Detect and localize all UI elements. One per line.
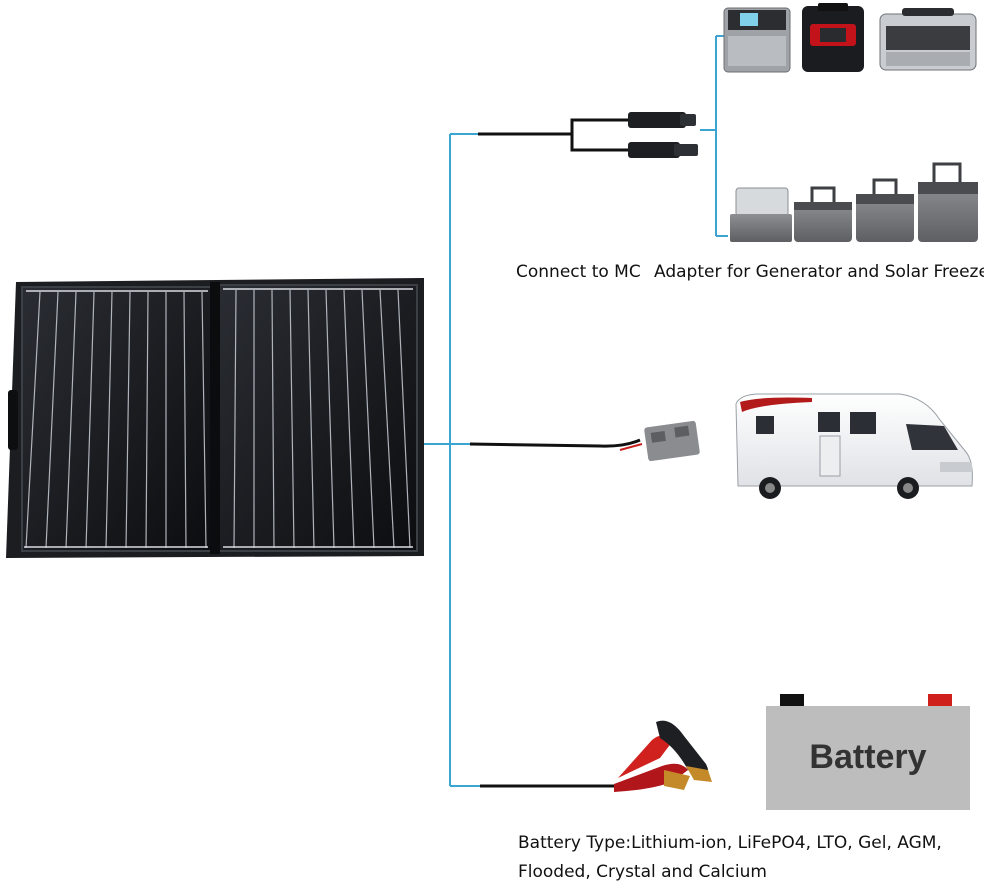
power-station-icon (802, 3, 864, 72)
caption-battery-types-cont: Flooded, Crystal and Calcium (518, 862, 767, 882)
battery-label: Battery (809, 738, 926, 776)
anderson-connector-icon (469, 420, 700, 462)
solar-freezer-icon (856, 178, 914, 242)
solar-freezer-icon (730, 187, 792, 242)
caption-connect-mc: Connect to MC (516, 262, 641, 282)
solar-freezer-icon (794, 186, 852, 242)
power-station-icon (723, 7, 791, 73)
caption-adapter: Adapter for Generator and Solar Freezer (654, 262, 984, 282)
battery-icon: Battery (766, 694, 970, 810)
caption-battery-types: Battery Type:Lithium-ion, LiFePO4, LTO, … (518, 833, 942, 853)
solar-panel-icon (6, 278, 424, 558)
mc4-connector-icon (478, 112, 698, 158)
alligator-clamp-icon (480, 720, 712, 792)
rv-camper-icon (735, 393, 973, 499)
solar-freezer-icon (918, 162, 978, 242)
power-station-icon (879, 8, 977, 71)
wire-tree (424, 35, 728, 787)
